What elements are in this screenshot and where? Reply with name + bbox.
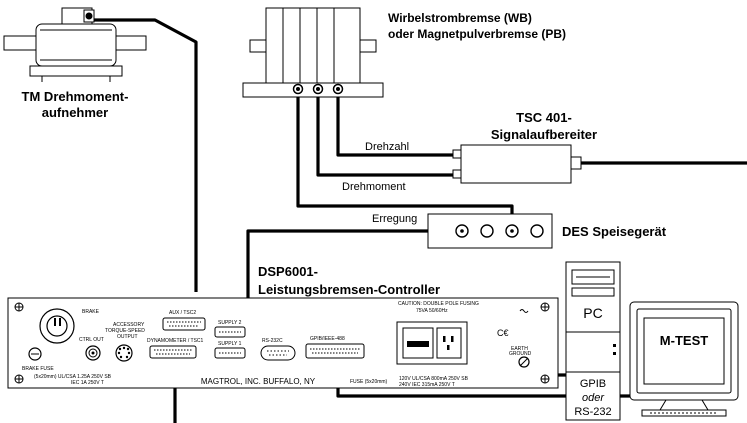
fuse-left-label-2: IEC 1A 250V T [71,380,104,386]
supply1-label: SUPPLY 1 [218,341,242,347]
torque-meter-label-2: aufnehmer [42,105,108,120]
power-supply [427,213,553,249]
controller-title-1: DSP6001- [258,264,318,279]
caution-label-1: CAUTION: DOUBLE POLE FUSING [398,301,479,307]
supply1-connector [214,347,246,359]
brake-label-1: Wirbelstrombremse (WB) [388,11,532,25]
earth-label-2: GROUND [509,351,532,357]
tsc-label-1: TSC 401- [516,110,572,125]
controller-title-2: Leistungsbremsen-Controller [258,282,440,297]
earth-label-1: EARTH [511,346,528,352]
corner-screw [14,374,24,384]
accessory-label-1: ACCESSORY [113,322,145,328]
ctrl-out-jack [85,345,101,361]
fuse-right-prefix: FUSE (5x20mm) [350,379,388,385]
pc-label: PC [583,305,602,321]
cable-torque [316,92,453,177]
aux-connector-label: AUX / TSC2 [169,310,196,316]
brake-fuse-label: BRAKE FUSE [22,366,54,372]
pc-interface-label-1: GPIB [580,378,606,390]
manufacturer-label: MAGTROL, INC. BUFFALO, NY [201,377,316,386]
accessory-din-connector [115,344,133,362]
fuse-right-label-2: 240V IEC 315mA 250V T [399,382,455,388]
accessory-label-3: OUTPUT [117,334,138,340]
brake-outlet-label: BRAKE [82,309,100,315]
torque-meter [3,7,147,82]
tsc-label-2: Signalaufbereiter [491,127,597,142]
corner-screw [540,302,550,312]
fuse-right-label-1: 120V UL/CSA 800mA 250V SB [399,376,469,382]
supply2-connector [214,326,246,338]
ce-mark: C€ [497,328,509,338]
wire-label-torque: Drehmoment [342,181,406,193]
ac-symbol [519,309,529,313]
corner-screw [14,302,24,312]
gpib-ieee-label: GPIB/IEEE-488 [310,336,345,342]
pc-interface-label-3: RS-232 [574,406,611,418]
accessory-label-2: TORQUE-SPEED [105,328,145,334]
dynamometer-connector [149,345,197,359]
earth-ground-terminal [518,356,530,368]
pc-tower [565,261,621,421]
signal-conditioner [452,144,582,184]
gpib-connector [305,343,365,359]
caution-label-2: 75VA 50/60Hz [416,308,448,314]
power-supply-label: DES Speisegerät [562,224,667,239]
wire-label-excitation: Erregung [372,213,417,225]
dynamometer-connector-label: DYNAMOMETER / TSC1 [147,338,204,344]
aux-connector [162,317,206,331]
fuse-left-label-1: (5x20mm) UL/CSA 1.25A 250V SB [34,374,112,380]
cable-torque-meter-to-aux [92,18,198,292]
cable-speed [336,92,453,157]
controller-panel [7,297,559,389]
brake-fuse-holder [28,347,42,361]
torque-meter-label-1: TM Drehmoment- [22,89,129,104]
brake-outlet [39,308,75,344]
supply2-label: SUPPLY 2 [218,320,242,326]
brake-label-2: oder Magnetpulverbremse (PB) [388,27,566,41]
monitor [629,301,739,417]
corner-screw [540,374,550,384]
power-entry-module [396,321,468,365]
wire-label-speed: Drehzahl [365,141,409,153]
ctrl-out-label: CTRL OUT [79,337,104,343]
monitor-label: M-TEST [660,333,708,348]
brake-unit [242,7,384,98]
rs232-connector [260,345,296,361]
pc-interface-label-2: oder [582,392,605,404]
rs232c-label: RS-232C [262,338,283,344]
